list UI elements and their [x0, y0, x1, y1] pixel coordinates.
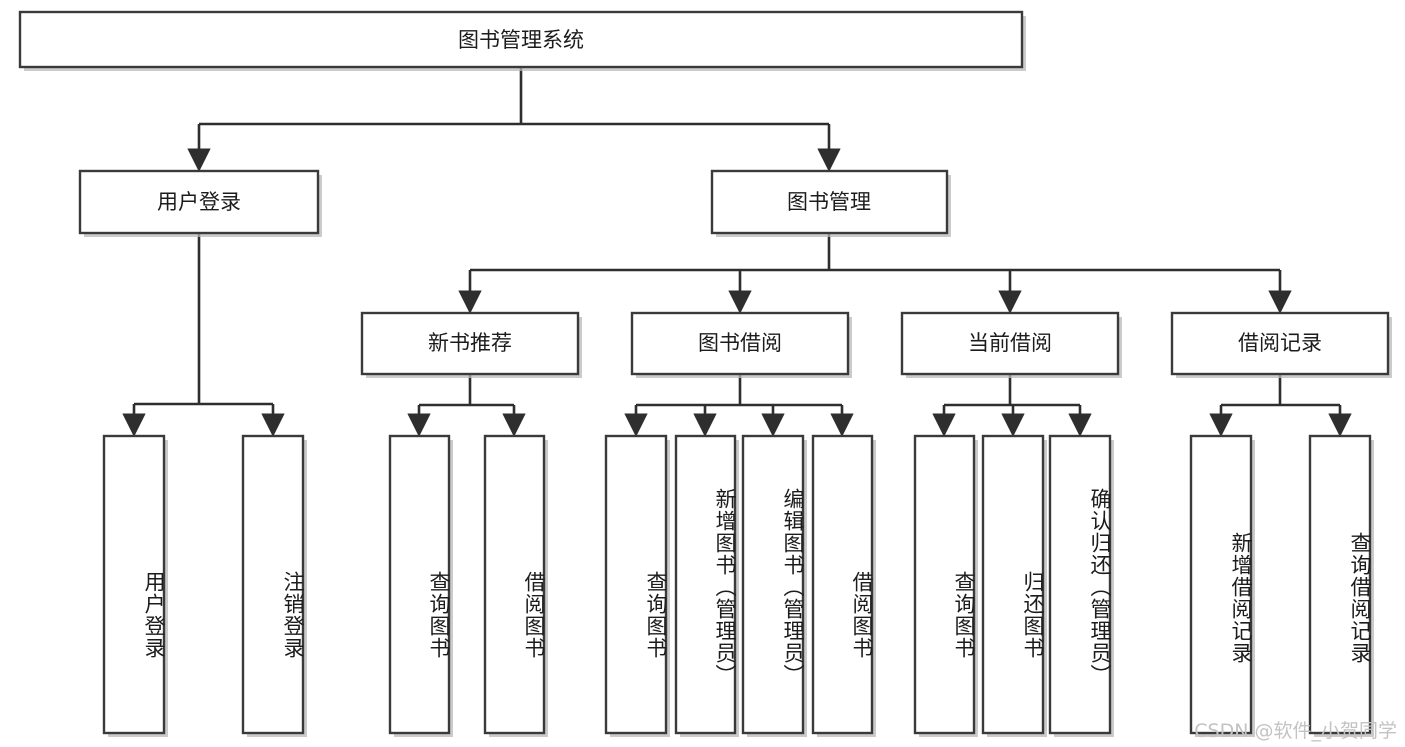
leaf-user-login[interactable] — [102, 434, 168, 737]
node-current-borrow[interactable]: 当前借阅 — [900, 311, 1122, 378]
leaf-borrow-book-recommend[interactable] — [483, 434, 548, 737]
node-root-box[interactable] — [18, 10, 1024, 69]
node-new-book-recommend[interactable]: 新书推荐 — [360, 311, 582, 378]
node-new-book-recommend-box[interactable] — [360, 311, 580, 376]
node-root-label: 图书管理系统 — [458, 28, 584, 52]
node-current-borrow-box[interactable] — [900, 311, 1120, 376]
leaf-confirm-return-admin-box[interactable] — [1048, 434, 1112, 735]
leaf-query-book-borrow[interactable] — [604, 434, 670, 737]
edge-group-level2-user-login — [122, 233, 285, 437]
leaf-user-login-box[interactable] — [102, 434, 166, 735]
leaf-add-borrow-record-box[interactable] — [1189, 434, 1253, 735]
leaf-return-book-box[interactable] — [981, 434, 1045, 735]
node-current-borrow-label: 当前借阅 — [968, 331, 1052, 355]
edge-group-current-borrow — [932, 374, 1092, 437]
node-user-login-label: 用户登录 — [157, 190, 241, 214]
leaf-query-book-recommend[interactable] — [388, 434, 453, 737]
leaf-add-book-admin[interactable] — [674, 434, 739, 737]
leaf-query-borrow-record-box[interactable] — [1308, 434, 1372, 735]
node-borrow-records-box[interactable] — [1170, 311, 1390, 376]
csdn-watermark: CSDN @软件_小贺同学 — [1194, 720, 1397, 742]
leaf-borrow-book-box[interactable] — [811, 434, 874, 735]
node-book-borrow-box[interactable] — [630, 311, 850, 376]
node-user-login[interactable]: 用户登录 — [78, 169, 322, 237]
leaf-add-borrow-record[interactable] — [1189, 434, 1255, 737]
edge-group-new-book-recommend — [407, 374, 526, 437]
node-user-login-box[interactable] — [78, 169, 320, 235]
edge-group-root-to-level2 — [187, 67, 841, 172]
edge-group-book-borrow — [624, 374, 854, 437]
node-book-management-label: 图书管理 — [787, 190, 871, 214]
node-book-borrow[interactable]: 图书借阅 — [630, 311, 852, 378]
node-new-book-recommend-label: 新书推荐 — [428, 331, 512, 355]
edge-group-borrow-records — [1209, 374, 1352, 437]
leaf-add-book-admin-box[interactable] — [674, 434, 737, 735]
node-borrow-records-label: 借阅记录 — [1238, 331, 1322, 355]
leaf-query-borrow-record[interactable] — [1308, 434, 1374, 737]
node-borrow-records[interactable]: 借阅记录 — [1170, 311, 1392, 378]
leaf-return-book[interactable] — [981, 434, 1047, 737]
node-book-management-box[interactable] — [710, 169, 949, 235]
leaf-borrow-book[interactable] — [811, 434, 876, 737]
leaf-logout[interactable] — [241, 434, 307, 737]
leaf-edit-book-admin[interactable] — [741, 434, 807, 737]
leaf-edit-book-admin-box[interactable] — [741, 434, 805, 735]
leaf-query-book-current-box[interactable] — [913, 434, 976, 735]
leaf-query-book-borrow-box[interactable] — [604, 434, 668, 735]
leaf-query-book-recommend-box[interactable] — [388, 434, 451, 735]
leaf-confirm-return-admin[interactable] — [1048, 434, 1114, 737]
leaf-logout-box[interactable] — [241, 434, 305, 735]
leaf-query-book-current[interactable] — [913, 434, 978, 737]
leaf-borrow-book-recommend-box[interactable] — [483, 434, 546, 735]
node-book-management[interactable]: 图书管理 — [710, 169, 951, 237]
node-book-borrow-label: 图书借阅 — [698, 331, 782, 355]
edge-group-level2-book-mgmt — [458, 233, 1292, 314]
node-root[interactable]: 图书管理系统 — [18, 10, 1026, 71]
